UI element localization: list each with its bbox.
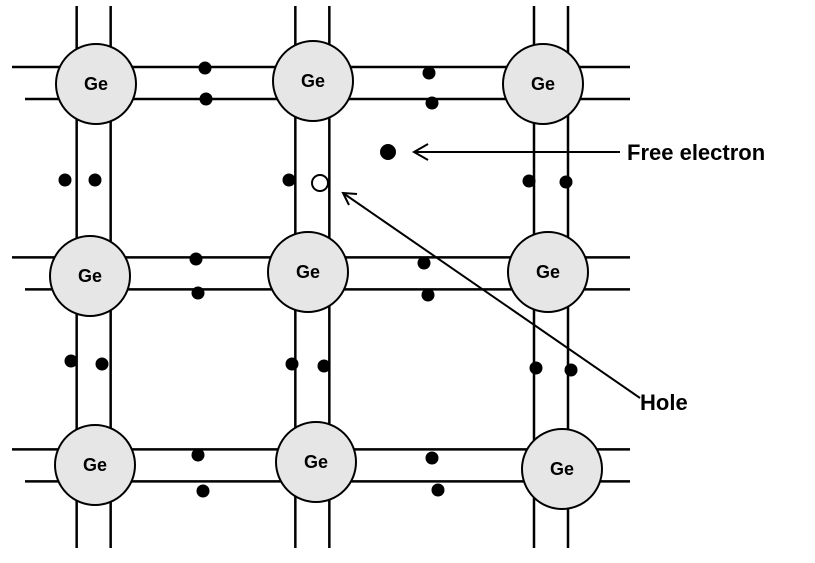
germanium-atom: Ge [507,231,589,313]
bond-electron [425,96,439,110]
bond-electron [421,288,435,302]
hole-marker [311,174,329,192]
bond-electron [95,357,109,371]
atom-label: Ge [301,71,325,91]
atom-label: Ge [536,262,560,282]
bond-electron [285,357,299,371]
germanium-atom: Ge [54,424,136,506]
bond-electron [64,354,78,368]
germanium-atom: Ge [272,40,354,122]
atom-label: Ge [84,74,108,94]
bond-electrons [58,61,578,498]
free-electron-dot [380,144,396,160]
atom-label: Ge [531,74,555,94]
bond-electron [189,252,203,266]
germanium-atom: Ge [49,235,131,317]
bond-electron [282,173,296,187]
atom-label: Ge [550,459,574,479]
bond-electron [425,451,439,465]
bond-electron [522,174,536,188]
bond-electron [422,66,436,80]
bond-electron [199,92,213,106]
bond-electron [196,484,210,498]
bond-electron [58,173,72,187]
free-electron-pointer [411,143,620,161]
free-electron-label: Free electron [627,140,765,165]
bond-electron [191,448,205,462]
bond-electron [431,483,445,497]
bond-electron [198,61,212,75]
atom-label: Ge [78,266,102,286]
bond-electron [417,256,431,270]
bond-electron [88,173,102,187]
germanium-atom: Ge [267,231,349,313]
atom-label: Ge [83,455,107,475]
bond-electron [529,361,543,375]
hole-pointer [341,191,641,399]
bond-electron [191,286,205,300]
bond-electron [564,363,578,377]
bond-electron [559,175,573,189]
germanium-atom: Ge [275,421,357,503]
germanium-atom: Ge [55,43,137,125]
atom-label: Ge [304,452,328,472]
germanium-atom: Ge [521,428,603,510]
hole-label: Hole [640,390,688,415]
bond-electron [317,359,331,373]
atom-label: Ge [296,262,320,282]
germanium-atom: Ge [502,43,584,125]
